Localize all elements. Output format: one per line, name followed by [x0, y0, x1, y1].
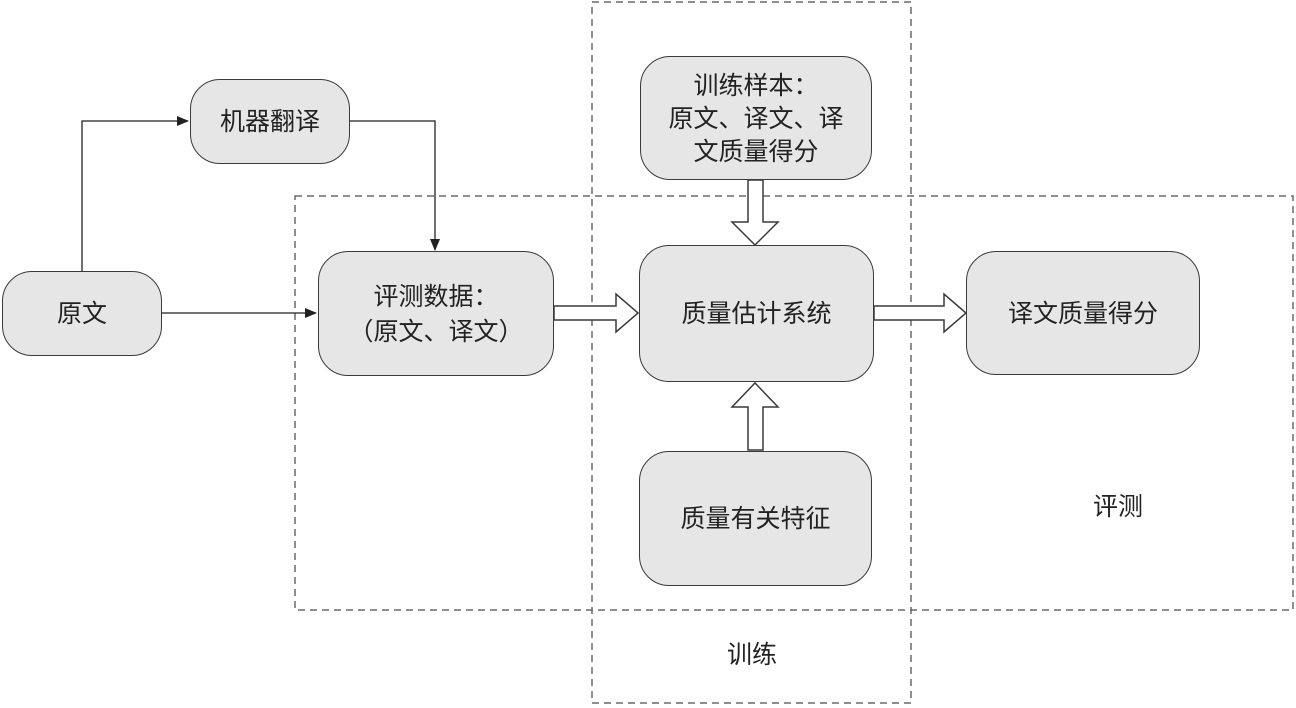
qe-system-node: 质量估计系统 — [639, 245, 874, 382]
arrow-source-to-mt — [81, 116, 189, 272]
evaluation-region-label: 评测 — [1093, 492, 1144, 521]
arrow-mt-to-eval-data — [350, 120, 440, 251]
evaluation-data-line2: （原文、译文） — [348, 316, 524, 346]
qe-system-label: 质量估计系统 — [681, 299, 832, 328]
machine-translation-node: 机器翻译 — [190, 79, 350, 164]
evaluation-data-node: 评测数据： （原文、译文） — [318, 251, 554, 376]
training-samples-node: 训练样本： 原文、译文、译 文质量得分 — [640, 56, 872, 180]
source-text-label: 原文 — [56, 299, 107, 328]
training-region-label: 训练 — [727, 640, 778, 669]
translation-score-label: 译文质量得分 — [1007, 298, 1158, 328]
machine-translation-label: 机器翻译 — [219, 107, 320, 136]
training-region-border — [591, 1, 912, 704]
training-samples-line2: 原文、译文、译 — [668, 103, 844, 133]
evaluation-data-line1: 评测数据： — [373, 281, 499, 311]
source-text-node: 原文 — [2, 271, 162, 356]
block-arrow-qe-to-score — [873, 292, 968, 334]
quality-features-label: 质量有关特征 — [680, 504, 831, 533]
block-arrow-eval-to-qe — [553, 292, 640, 334]
block-arrow-features-to-qe — [730, 381, 780, 451]
training-samples-line1: 训练样本： — [693, 70, 819, 100]
training-samples-line3: 文质量得分 — [693, 136, 819, 166]
quality-features-node: 质量有关特征 — [639, 451, 872, 586]
translation-score-node: 译文质量得分 — [966, 251, 1200, 375]
block-arrow-samples-to-qe — [730, 179, 780, 247]
evaluation-region-border — [294, 195, 1294, 611]
